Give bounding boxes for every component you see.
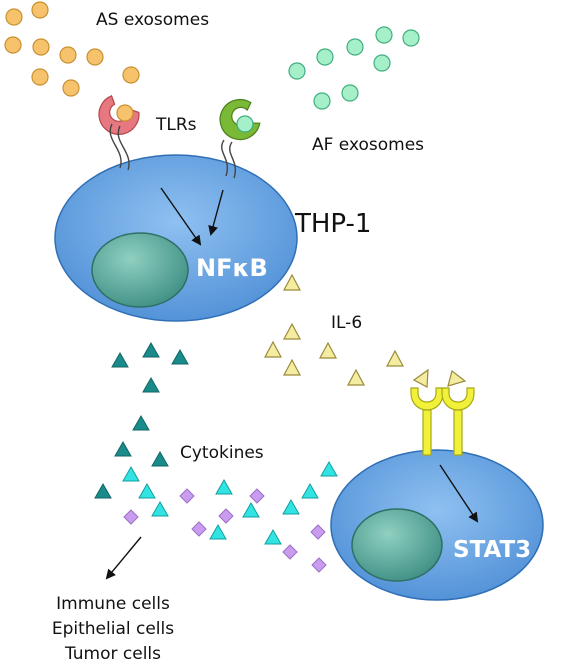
cytokine-teal-triangle	[142, 376, 160, 393]
af-exosome	[402, 29, 420, 47]
tlrs-label: TLRs	[155, 115, 197, 135]
cytokine-cyan-molecules	[122, 460, 338, 545]
cytokine-teal-triangle	[151, 450, 169, 467]
tlr-to-nfkb-arrow-2	[208, 189, 224, 236]
il6-molecules	[264, 273, 404, 386]
as-exosome	[31, 68, 49, 86]
cytokine-teal-triangle	[171, 348, 189, 365]
stat3-label: STAT3	[453, 537, 531, 563]
cytokine-cyan-triangle	[122, 465, 140, 482]
cytokine-teal-triangle	[132, 414, 150, 431]
target-epithelial-cells: Epithelial cells	[52, 619, 174, 639]
il6-receptor-left	[410, 387, 444, 456]
cytokine-cyan-triangle	[209, 523, 227, 540]
cytokine-violet-diamond	[179, 488, 195, 504]
as-exosome	[4, 36, 22, 54]
as-exosome	[5, 8, 23, 26]
cytokine-cyan-triangle	[320, 460, 338, 477]
il6-label: IL-6	[331, 313, 362, 333]
af-exosome	[375, 26, 393, 44]
af-exosome	[346, 38, 364, 56]
cytokine-cyan-triangle	[151, 500, 169, 517]
cytokine-cyan-triangle	[215, 478, 233, 495]
as-exosome	[31, 1, 49, 19]
as-exosome	[122, 66, 140, 84]
il6-triangle	[264, 340, 282, 358]
af-exosome-dots	[288, 26, 420, 110]
cytokine-violet-diamond	[191, 521, 207, 537]
thp1-cell	[54, 154, 298, 322]
af-exosomes-label: AF exosomes	[312, 135, 424, 155]
cytokine-violet-diamond	[123, 509, 139, 525]
il6-triangle	[283, 322, 301, 340]
target-nucleus	[351, 508, 443, 582]
cytokine-cyan-triangle	[301, 482, 319, 499]
cytokine-violet-diamond	[249, 488, 265, 504]
bound-il6	[412, 368, 467, 388]
cytokine-teal-triangle	[142, 341, 160, 358]
as-exosome	[32, 38, 50, 56]
cytokine-cyan-triangle	[242, 501, 260, 518]
target-immune-cells: Immune cells	[56, 594, 170, 614]
thp1-label: THP-1	[294, 209, 371, 239]
cytokine-cyan-triangle	[264, 528, 282, 545]
cytokine-teal-molecules	[94, 341, 189, 499]
af-exosome	[373, 54, 391, 72]
cytokine-violet-diamond	[282, 544, 298, 560]
cytokines-label: Cytokines	[180, 443, 264, 463]
af-exosome	[288, 62, 306, 80]
tlr-pink-receptor	[98, 94, 140, 171]
il6-receptors	[410, 387, 475, 456]
bound-as-exosome	[116, 104, 134, 122]
target-tumor-cells: Tumor cells	[64, 644, 161, 664]
il6-triangle	[319, 341, 337, 359]
as-exosome	[59, 46, 77, 64]
af-exosome	[341, 84, 359, 102]
af-exosome	[316, 48, 334, 66]
cytokine-violet-diamond	[218, 508, 234, 524]
cytokine-violet-diamond	[310, 524, 326, 540]
tlr-green-receptor	[219, 98, 261, 179]
signal-arrows	[105, 187, 479, 580]
target-cells-list: Immune cells Epithelial cells Tumor cell…	[52, 594, 174, 664]
as-exosome	[86, 48, 104, 66]
bound-il6-triangle	[412, 368, 429, 388]
bound-il6-triangle	[447, 369, 467, 387]
target-cell	[330, 449, 544, 601]
thp1-nucleus	[91, 232, 189, 308]
il6-triangle	[386, 349, 404, 367]
cytokine-violet-diamond	[311, 557, 327, 573]
tlr-to-nfkb-arrow-1	[160, 187, 202, 246]
cytokine-cyan-triangle	[282, 498, 300, 515]
receptor-to-stat3-arrow	[439, 464, 479, 523]
cytokine-teal-triangle	[111, 351, 129, 368]
bound-af-exosome	[236, 115, 254, 133]
cytokine-teal-triangle	[94, 482, 112, 499]
af-exosome	[313, 92, 331, 110]
as-exosome-dots	[4, 1, 140, 97]
cytokine-teal-triangle	[114, 440, 132, 457]
as-exosomes-label: AS exosomes	[96, 10, 209, 30]
il6-receptor-right	[441, 387, 475, 456]
nfkb-label: NFκB	[196, 254, 268, 282]
il6-triangle	[283, 358, 301, 376]
cytokine-violet-molecules	[123, 488, 327, 573]
cytokine-cyan-triangle	[138, 482, 156, 499]
as-exosome	[62, 79, 80, 97]
il6-triangle	[283, 273, 301, 291]
il6-triangle	[347, 368, 365, 386]
cytokines-to-targets-arrow	[105, 536, 142, 580]
